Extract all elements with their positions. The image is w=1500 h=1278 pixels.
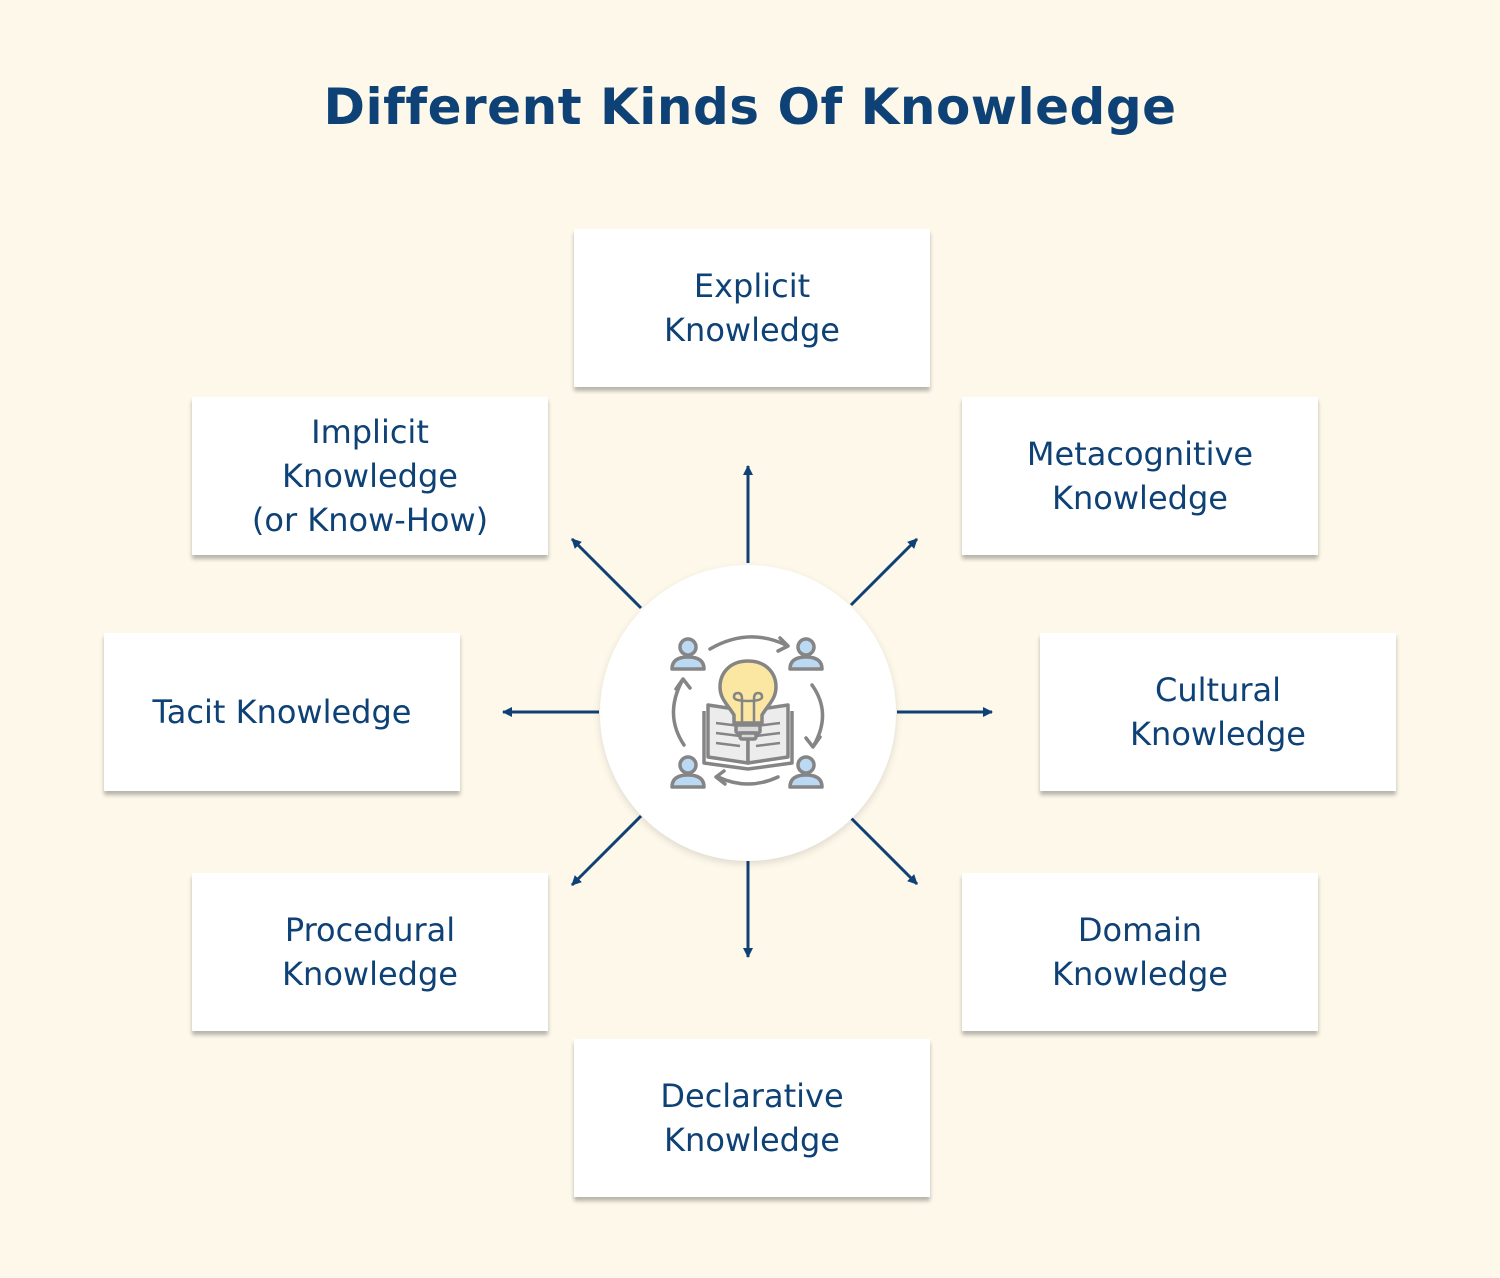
node-tacit-knowledge: Tacit Knowledge [104,633,460,791]
node-metacognitive-knowledge: Metacognitive Knowledge [962,397,1318,555]
cycle-arrow-left [671,679,686,747]
node-implicit-knowledge: Implicit Knowledge (or Know-How) [192,397,548,555]
cycle-arrow-bottom [716,775,780,786]
node-label: Explicit Knowledge [664,267,840,349]
cycle-arrow-left-head [674,677,692,691]
person-icon-top-left [670,637,706,671]
diagram-title: Different Kinds Of Knowledge [323,78,1177,136]
node-procedural-knowledge: Procedural Knowledge [192,873,548,1031]
arrow-to-domain [849,816,919,886]
cycle-arrow-top [708,635,788,651]
person-icon-bottom-right [788,755,824,789]
node-label: Tacit Knowledge [152,693,412,731]
arrow-to-implicit [570,537,643,610]
arrow-to-metacognitive [849,537,919,607]
node-label: Metacognitive Knowledge [1026,435,1254,517]
node-explicit-knowledge: Explicit Knowledge [574,229,930,387]
cycle-arrow-top-head [776,636,790,653]
central-hub [600,565,896,861]
light-bulb-icon [718,659,778,741]
knowledge-sharing-icon [670,635,825,789]
node-cultural-knowledge: Cultural Knowledge [1040,633,1396,791]
cycle-arrow-bottom-head [714,769,727,786]
cycle-arrow-right-head [804,735,822,749]
node-label: Domain Knowledge [1052,911,1228,993]
node-label: Declarative Knowledge [660,1077,844,1159]
person-icon-top-right [788,637,824,671]
person-icon-bottom-left [670,755,706,789]
arrow-to-procedural [570,814,643,887]
node-domain-knowledge: Domain Knowledge [962,873,1318,1031]
node-label: Implicit Knowledge (or Know-How) [251,413,489,539]
node-label: Procedural Knowledge [282,911,458,993]
node-declarative-knowledge: Declarative Knowledge [574,1039,930,1197]
node-label: Cultural Knowledge [1130,671,1306,753]
